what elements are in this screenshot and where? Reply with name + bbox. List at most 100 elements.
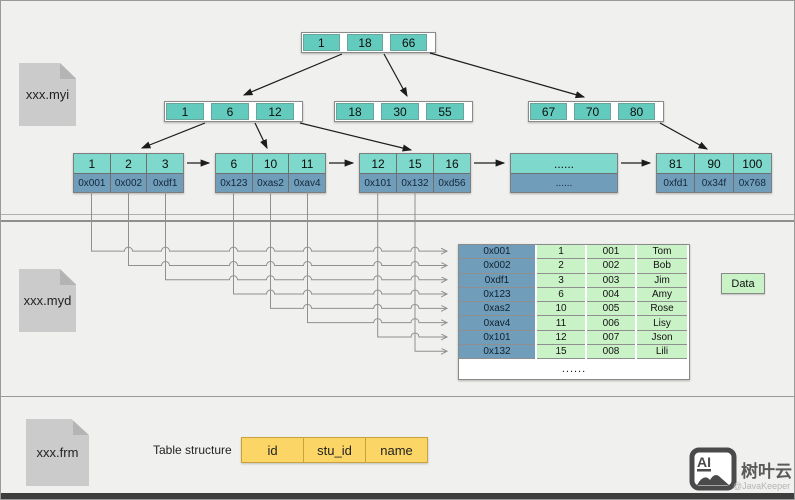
- btree-pointer-cell: [419, 103, 426, 120]
- record-address-cell: 0x132: [459, 345, 535, 360]
- leaf-address-cell: 0x001: [74, 173, 111, 192]
- btree-pointer-cell: [655, 103, 662, 120]
- record-pointer-connector: [270, 191, 448, 308]
- btree-leaf-node: ............: [510, 153, 618, 193]
- btree-pointer-cell: [383, 34, 391, 51]
- leaf-address-cell: 0xfd1: [657, 173, 696, 192]
- watermark: AI 树叶云 @JavaKeeper: [689, 447, 793, 493]
- section-divider-myi-myd: [1, 214, 794, 215]
- record-pointer-connector: [377, 191, 447, 337]
- leaf-address-cell: 0x768: [733, 173, 771, 192]
- leaf-address-cell: 0xd56: [434, 173, 470, 192]
- leaf-address-cell: 0xas2: [252, 173, 290, 192]
- btree-key-cell: 55: [426, 103, 464, 120]
- leaf-address-cell: 0x132: [397, 173, 434, 192]
- record-value-cell: Lili: [637, 345, 687, 360]
- btree-key-cell: 12: [256, 103, 294, 120]
- record-value-cell: 15: [537, 345, 585, 360]
- file-icon-myi: xxx.myi: [19, 63, 76, 126]
- data-file-ellipsis-row: ......: [459, 359, 689, 380]
- btree-pointer-cell: [374, 103, 381, 120]
- btree-pointer-cell: [204, 103, 211, 120]
- record-value-cell: 006: [587, 316, 635, 331]
- record-value-cell: 008: [587, 345, 635, 360]
- record-value-cell: 3: [537, 273, 585, 288]
- btree-root-node: 1 18 66: [301, 32, 436, 53]
- btree-key-cell: 30: [381, 103, 419, 120]
- structure-column-cell: id: [242, 438, 304, 462]
- leaf-key-cell: 81: [657, 154, 696, 173]
- record-pointer-connector: [414, 191, 447, 351]
- btree-key-cell: 67: [530, 103, 567, 120]
- btree-key-cell: 6: [211, 103, 249, 120]
- btree-pointer-cell: [427, 34, 435, 51]
- btree-key-cell: 1: [303, 34, 340, 51]
- file-fold-corner: [60, 269, 76, 285]
- leaf-address-cell: 0xav4: [289, 173, 326, 192]
- record-value-cell: 001: [587, 245, 635, 260]
- record-value-cell: 003: [587, 273, 635, 288]
- leaf-key-cell: 15: [397, 154, 434, 173]
- file-fold-corner: [60, 63, 76, 79]
- btree-key-cell: 66: [390, 34, 428, 51]
- leaf-key-cell: 10: [252, 154, 290, 173]
- ai-image-logo-icon: AI: [689, 447, 737, 491]
- leaf-key-cell: 1: [74, 154, 111, 173]
- record-value-cell: Json: [637, 330, 687, 346]
- record-value-cell: Lisy: [637, 316, 687, 331]
- record-value-cell: 12: [537, 330, 585, 346]
- record-address-cell: 0x123: [459, 287, 535, 303]
- leaf-address-cell: 0x123: [216, 173, 253, 192]
- record-value-cell: 1: [537, 245, 585, 260]
- file-label-myi: xxx.myi: [25, 87, 70, 102]
- record-pointer-connector: [233, 191, 448, 294]
- leaf-address-cell: 0x34f: [695, 173, 734, 192]
- record-value-cell: 2: [537, 259, 585, 274]
- leaf-address-cell: 0xdf1: [147, 173, 184, 192]
- svg-text:AI: AI: [697, 454, 711, 470]
- leaf-key-cell: 100: [733, 154, 771, 173]
- record-address-cell: 0x101: [459, 330, 535, 346]
- record-value-cell: 11: [537, 316, 585, 331]
- section-divider-myd-frm: [1, 396, 794, 397]
- record-value-cell: 005: [587, 302, 635, 317]
- leaf-key-cell: 12: [360, 154, 397, 173]
- leaf-key-cell: 6: [216, 154, 253, 173]
- record-value-cell: Rose: [637, 302, 687, 317]
- section-divider-myi-myd-shadow: [1, 220, 794, 222]
- record-value-cell: Jim: [637, 273, 687, 288]
- btree-key-cell: 70: [574, 103, 611, 120]
- bottom-border-bar: [1, 493, 794, 499]
- record-value-cell: Amy: [637, 287, 687, 303]
- file-label-myd: xxx.myd: [23, 293, 72, 308]
- leaf-key-cell: 90: [695, 154, 734, 173]
- record-value-cell: 6: [537, 287, 585, 303]
- record-value-cell: 002: [587, 259, 635, 274]
- record-address-cell: 0x002: [459, 259, 535, 274]
- leaf-address-cell: 0x002: [110, 173, 148, 192]
- btree-pointer-cell: [339, 34, 347, 51]
- record-pointer-connector: [165, 191, 448, 280]
- btree-pointer-cell: [249, 103, 256, 120]
- record-address-cell: 0x001: [459, 245, 535, 260]
- table-structure-label: Table structure: [153, 443, 232, 457]
- record-pointer-connector: [307, 191, 448, 323]
- watermark-handle-text: @JavaKeeper: [733, 481, 791, 491]
- btree-pointer-cell: [294, 103, 301, 120]
- record-pointer-connector: [128, 191, 448, 265]
- record-value-cell: 004: [587, 287, 635, 303]
- btree-key-cell: 18: [346, 34, 384, 51]
- watermark-brand-text: 树叶云: [741, 462, 792, 481]
- btree-key-cell: 1: [166, 103, 204, 120]
- file-icon-frm: xxx.frm: [26, 419, 89, 486]
- file-label-frm: xxx.frm: [36, 445, 79, 460]
- leaf-address-cell: 0x101: [360, 173, 397, 192]
